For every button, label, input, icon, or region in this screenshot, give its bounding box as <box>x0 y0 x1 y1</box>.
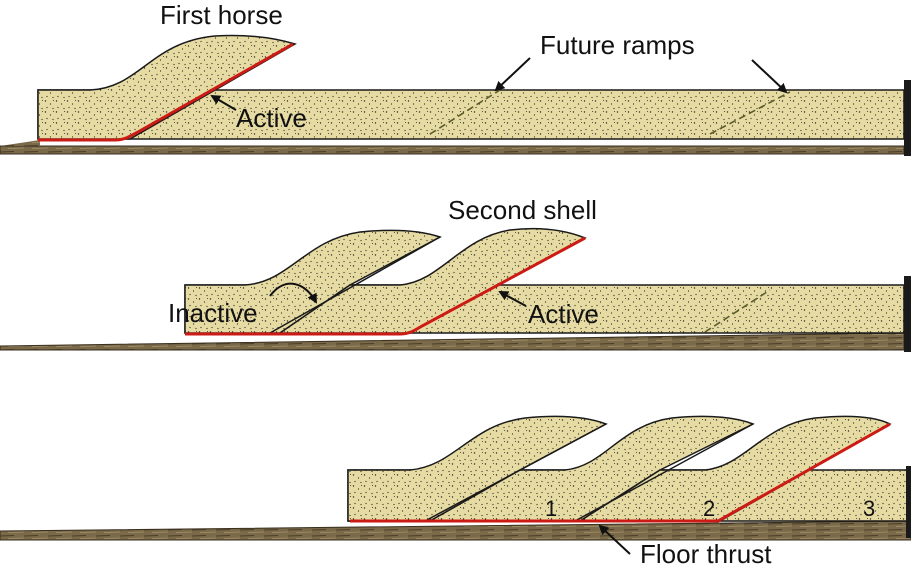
right-wall <box>906 466 911 538</box>
label-second-shell: Second shell <box>448 195 597 225</box>
right-wall <box>904 276 911 352</box>
label-horse-1: 1 <box>545 496 557 521</box>
panel-second-shell: Second shell Inactive Active <box>0 195 911 352</box>
basement-wedge <box>0 140 40 146</box>
basement-layer <box>0 146 904 154</box>
label-inactive: Inactive <box>168 298 258 328</box>
right-wall <box>904 80 911 156</box>
label-active-1: Active <box>236 103 307 133</box>
basement-layer <box>0 521 911 540</box>
panel-first-horse: First horse Active Future ramps <box>0 0 911 156</box>
label-first-horse: First horse <box>160 0 283 30</box>
label-future-ramps: Future ramps <box>540 30 695 60</box>
panel-duplex: 1 2 3 Floor thrust <box>0 416 911 569</box>
label-active-2: Active <box>528 299 599 329</box>
label-floor-thrust: Floor thrust <box>640 539 772 569</box>
label-horse-3: 3 <box>863 496 875 521</box>
arrow-future-ramp-2 <box>752 60 786 92</box>
arrow-future-ramp-1 <box>496 58 530 90</box>
basement-layer <box>0 333 904 350</box>
label-horse-2: 2 <box>703 496 715 521</box>
